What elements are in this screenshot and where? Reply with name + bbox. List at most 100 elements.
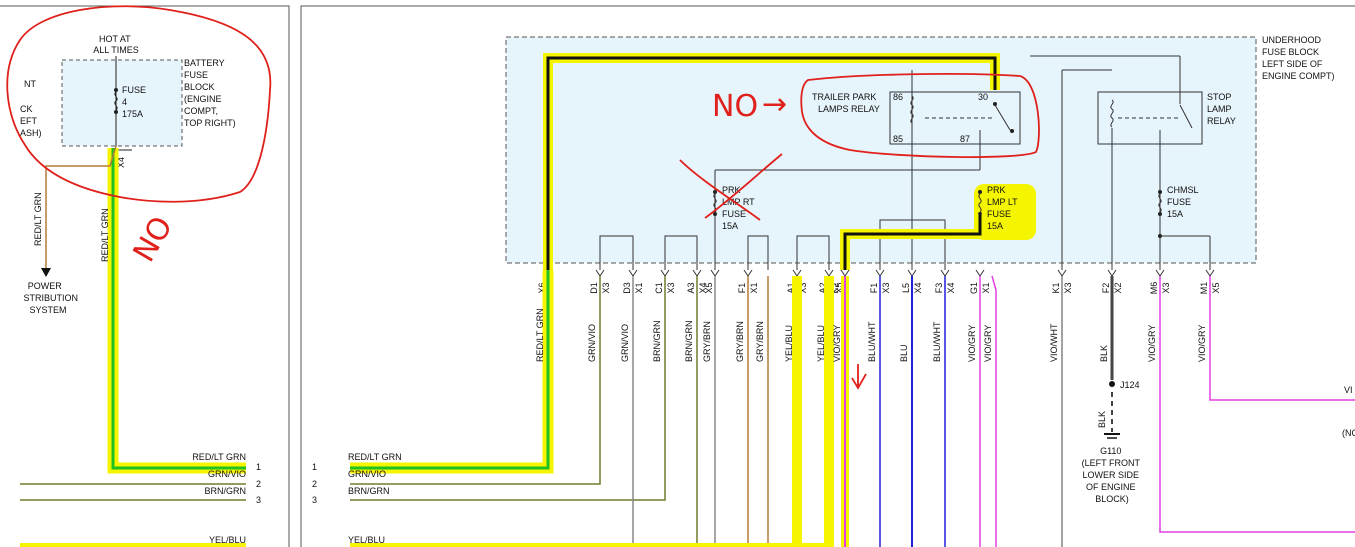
wire-label: VIO/GRY (983, 325, 993, 362)
hot-label: HOT AT ALL TIMES (93, 34, 139, 55)
right-row-1-pin: 1 (312, 462, 317, 472)
left-panel: HOT AT ALL TIMES FUSE 4 175A BATTERY FUS… (6, 5, 272, 547)
connector-pin-label: F2 (1101, 283, 1111, 294)
connector-id-label: X4 (698, 282, 708, 293)
wire-label: YEL/BLU (784, 325, 794, 362)
cut-right-label: VI (NC (1342, 385, 1355, 438)
connector-id-label: X1 (634, 282, 644, 293)
battery-fuse-block-label: BATTERY FUSE BLOCK (ENGINE COMPT, TOP RI… (184, 58, 236, 128)
annotation-arrow-relay: → (762, 87, 787, 122)
right-row-4-label: YEL/BLU (348, 535, 385, 545)
connector-pin-label: X6 (537, 282, 547, 293)
connector-id-label: X1 (749, 282, 759, 293)
connector-pin-label: X5 (704, 282, 714, 293)
connector-pin-label: A3 (686, 282, 696, 293)
left-row-2-label: GRN/VIO (208, 469, 246, 479)
annotation-circle-relay (800, 73, 1040, 158)
wire-label: RED/LT GRN (535, 308, 545, 362)
right-panel: UNDERHOOD FUSE BLOCK LEFT SIDE OF ENGINE… (312, 35, 1355, 547)
battery-fuse-block (61, 59, 183, 147)
prk-lt-fuse-label: PRK LMP LT FUSE 15A (987, 185, 1020, 231)
connector-id-label: K2 (830, 282, 840, 293)
connector-x4-label: X4 (116, 157, 126, 168)
power-distribution-label: POWER STRIBUTION SYSTEM (23, 281, 80, 315)
wire-labels: RED/LT GRN GRN/VIO GRN/VIO BRN/GRN BRN/GRN GR… (535, 308, 1207, 362)
chmsl-fuse-label: CHMSL FUSE 15A (1167, 185, 1201, 219)
connector-id-label: X3 (666, 282, 676, 293)
connector-pin-label: F3 (934, 283, 944, 294)
left-row-4-label: YEL/BLU (209, 535, 246, 545)
connector-id-label: X4 (946, 282, 956, 293)
wire-label: GRY/BRN (735, 321, 745, 362)
connector-pin-label: M6 (1149, 282, 1159, 295)
annotation-cross (679, 153, 783, 221)
wire-red-lt-grn-b: RED/LT GRN (100, 208, 110, 262)
connector-pin-label: D3 (622, 282, 632, 294)
wire-label: GRY/BRN (755, 321, 765, 362)
right-row-3-label: BRN/GRN (348, 486, 390, 496)
connector-pin-label: F1 (869, 283, 879, 294)
connector-id-label: X3 (881, 282, 891, 293)
relay-pin-87: 87 (960, 134, 970, 144)
wire-label: VIO/GRY (1197, 325, 1207, 362)
wire-label: BRN/GRN (652, 320, 662, 362)
connector-id-label: X1 (981, 282, 991, 293)
wire-label: GRN/VIO (620, 324, 630, 362)
connector-pin-label: X5 (834, 282, 844, 293)
connector-pin-label: K1 (1051, 282, 1061, 293)
ground-g110-label: G110 (LEFT FRONT LOWER SIDE OF ENGINE BL… (1082, 446, 1143, 504)
splice-j124: J124 (1120, 380, 1140, 390)
wire-label: BLU/WHT (867, 321, 877, 362)
underhood-label: UNDERHOOD FUSE BLOCK LEFT SIDE OF ENGINE… (1262, 35, 1335, 81)
connector-pin-label: C1 (654, 282, 664, 294)
relay-pin-85: 85 (893, 134, 903, 144)
wire-label: BLU/WHT (932, 321, 942, 362)
connector-pin: X5 (704, 269, 720, 294)
left-row-1-pin: 1 (256, 462, 261, 472)
right-row-2-pin: 2 (312, 479, 317, 489)
right-panel-frame (300, 5, 1355, 547)
connector-pin-label: D1 (589, 282, 599, 294)
wire-red-lt-grn-a: RED/LT GRN (33, 192, 43, 246)
right-row-3-pin: 3 (312, 495, 317, 505)
annotation-down-arrow (851, 364, 867, 390)
wire-label: VIO/WHT (1049, 323, 1059, 362)
connector-pin-label: A2 (818, 282, 828, 293)
annotation-no-relay: NO (712, 89, 758, 124)
annotation-circle-left (6, 5, 272, 203)
annotation-no-left: NO (127, 211, 180, 268)
right-row-2-label: GRN/VIO (348, 469, 386, 479)
wire-label: GRY/BRN (702, 321, 712, 362)
trailer-park-relay (889, 91, 1021, 145)
prk-rt-fuse-label: PRK LMP RT FUSE 15A (722, 185, 757, 231)
trailer-relay-label: TRAILER PARK LAMPS RELAY (812, 92, 880, 114)
ground-wire-label: BLK (1097, 411, 1107, 428)
cut-off-label: NT CK EFT ASH) (20, 79, 42, 138)
relay-pin-86: 86 (893, 92, 903, 102)
left-row-3-label: BRN/GRN (204, 486, 246, 496)
connector-id-label: X4 (913, 282, 923, 293)
connector-id-label: X3 (798, 282, 808, 293)
relay-pin-30: 30 (978, 92, 988, 102)
fuse-4-label: FUSE 4 175A (122, 85, 149, 119)
left-row-3-pin: 3 (256, 495, 261, 505)
right-row-1-label: RED/LT GRN (348, 452, 402, 462)
wire-label: VIO/GRY (832, 325, 842, 362)
wire-label: GRN/VIO (587, 324, 597, 362)
connector-pin-label: F1 (737, 283, 747, 294)
connector-pin-label: A1 (786, 282, 796, 293)
wire-label: YEL/BLU (816, 325, 826, 362)
connector-pin-label: M1 (1199, 282, 1209, 295)
wire-label: BLK (1099, 345, 1109, 362)
wire-label: VIO/GRY (967, 325, 977, 362)
connector-pin-label: G1 (969, 282, 979, 294)
connector-id-label: X3 (1161, 282, 1171, 293)
connector-id-label: X3 (1063, 282, 1073, 293)
connector-id-label: X3 (601, 282, 611, 293)
wire-label: BRN/GRN (684, 320, 694, 362)
wire-label: VIO/GRY (1147, 325, 1157, 362)
stop-lamp-relay (1097, 91, 1203, 145)
connector-id-label: X2 (1113, 282, 1123, 293)
